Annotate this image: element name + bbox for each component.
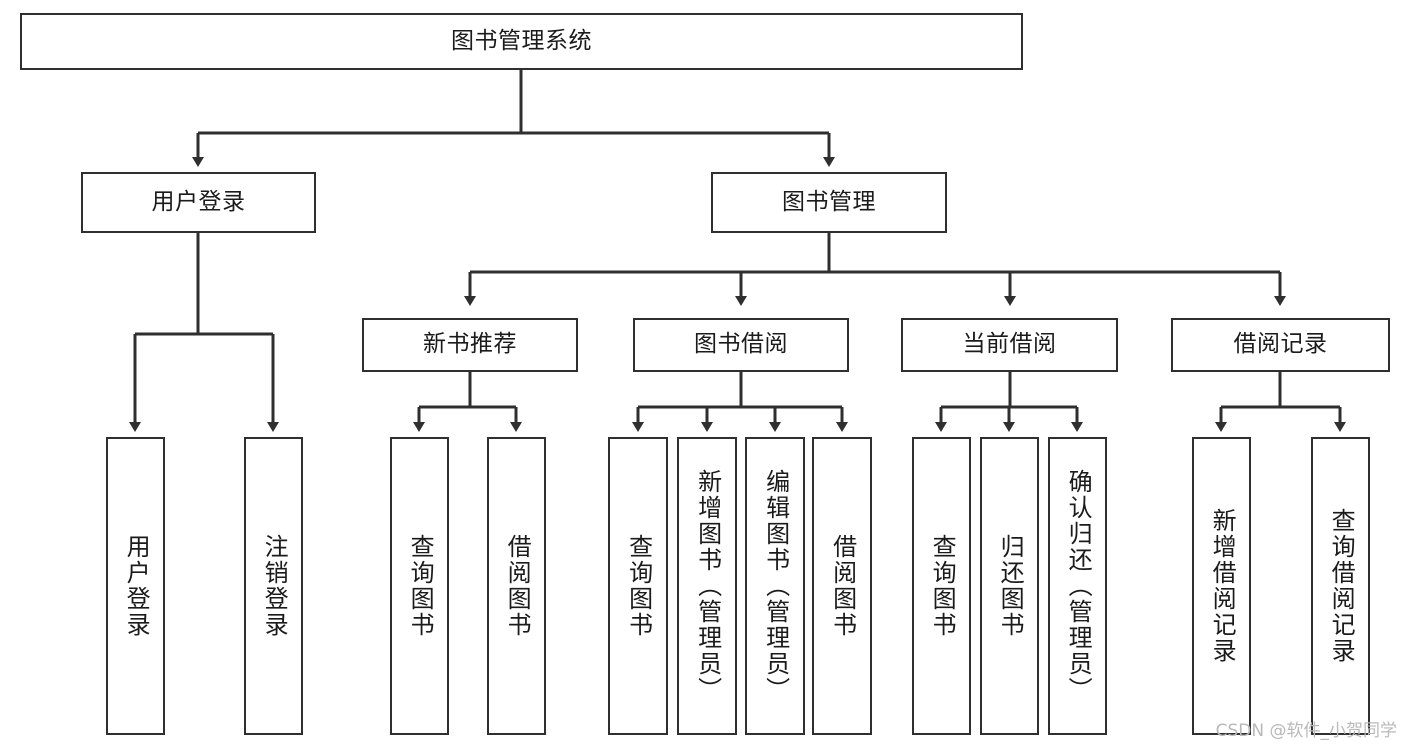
leaf-new-book-query[interactable]: 查询图书: [390, 437, 449, 735]
node-root-book-management-system[interactable]: 图书管理系统: [20, 13, 1023, 70]
leaf-user-login-logout[interactable]: 注销登录: [244, 437, 303, 735]
leaf-new-book-borrow[interactable]: 借阅图书: [487, 437, 546, 735]
node-current-borrow[interactable]: 当前借阅: [901, 318, 1118, 372]
node-book-management[interactable]: 图书管理: [711, 172, 947, 233]
node-label: 图书管理系统: [451, 27, 592, 54]
node-label: 图书管理: [782, 188, 876, 215]
node-label: 借阅记录: [1233, 331, 1328, 358]
node-label: 查询图书: [928, 534, 957, 638]
node-label: 确认归还（管理员）: [1064, 469, 1093, 703]
node-label: 新增借阅记录: [1208, 508, 1237, 664]
node-label: 用户登录: [151, 188, 246, 215]
node-label: 注销登录: [260, 534, 289, 638]
leaf-current-borrow-confirm-return-admin[interactable]: 确认归还（管理员）: [1048, 437, 1107, 735]
node-label: 借阅图书: [503, 534, 532, 638]
node-label: 新增图书（管理员）: [693, 469, 722, 703]
leaf-book-borrow-query[interactable]: 查询图书: [608, 437, 668, 735]
node-label: 查询图书: [624, 534, 653, 638]
leaf-book-borrow-add-admin[interactable]: 新增图书（管理员）: [677, 437, 737, 735]
node-label: 查询图书: [406, 534, 435, 638]
watermark: CSDN @软件_小贺同学: [1215, 721, 1397, 741]
leaf-current-borrow-return[interactable]: 归还图书: [980, 437, 1039, 735]
node-user-login[interactable]: 用户登录: [81, 172, 316, 233]
node-new-book-recommend[interactable]: 新书推荐: [362, 318, 578, 372]
node-label: 查询借阅记录: [1327, 508, 1356, 664]
leaf-user-login-login[interactable]: 用户登录: [106, 437, 165, 735]
node-label: 图书借阅: [694, 331, 788, 358]
node-label: 当前借阅: [962, 331, 1057, 358]
node-label: 归还图书: [996, 534, 1025, 638]
leaf-book-borrow-borrow[interactable]: 借阅图书: [812, 437, 872, 735]
node-borrow-records[interactable]: 借阅记录: [1171, 318, 1390, 372]
node-book-borrow[interactable]: 图书借阅: [633, 318, 849, 372]
node-label: 新书推荐: [423, 331, 517, 358]
node-label: 用户登录: [122, 534, 151, 638]
node-label: 编辑图书（管理员）: [761, 469, 790, 703]
leaf-borrow-records-query[interactable]: 查询借阅记录: [1311, 437, 1370, 735]
node-label: 借阅图书: [828, 534, 857, 638]
leaf-book-borrow-edit-admin[interactable]: 编辑图书（管理员）: [745, 437, 805, 735]
leaf-current-borrow-query[interactable]: 查询图书: [912, 437, 971, 735]
leaf-borrow-records-add[interactable]: 新增借阅记录: [1192, 437, 1251, 735]
